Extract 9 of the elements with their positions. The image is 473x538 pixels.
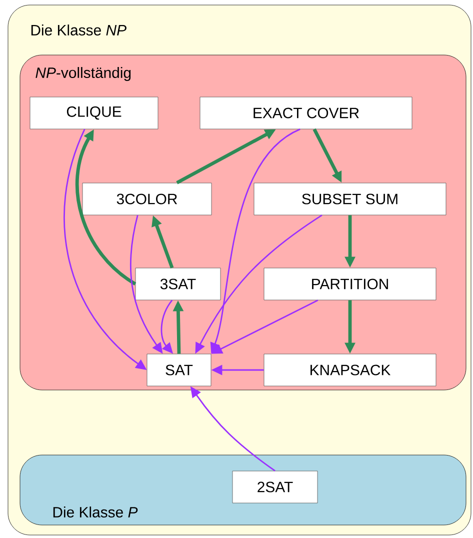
problem-box: SAT xyxy=(146,354,212,386)
problem-box: 3COLOR xyxy=(82,182,212,216)
problem-box: EXACT COVER xyxy=(200,96,412,130)
problem-box: SUBSET SUM xyxy=(254,182,446,216)
problem-box: PARTITION xyxy=(264,268,436,300)
problem-box: 3SAT xyxy=(135,268,221,300)
problem-box: KNAPSACK xyxy=(264,354,436,386)
problem-box: CLIQUE xyxy=(30,96,158,130)
problem-box: 2SAT xyxy=(232,470,318,504)
